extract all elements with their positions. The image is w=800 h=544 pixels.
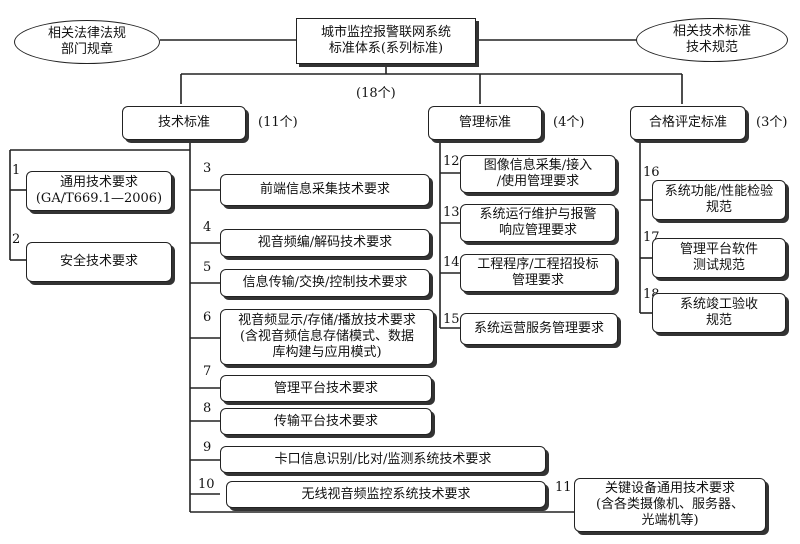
root-standard-system: 城市监控报警联网系统 标准体系(系列标准)	[296, 18, 476, 64]
tech-item-mgmt-platform: 管理平台技术要求	[220, 375, 432, 402]
conform-item-completion-acceptance: 系统竣工验收 规范	[652, 293, 786, 333]
item-number: 6	[203, 310, 212, 325]
tech-item-transmission-exchange: 信息传输/交换/控制技术要求	[220, 269, 430, 297]
conform-item-software-test: 管理平台软件 测试规范	[652, 238, 786, 278]
mgmt-item-operation-maintenance: 系统运行维护与报警 响应管理要求	[460, 204, 616, 242]
mgmt-item-operation-service: 系统运营服务管理要求	[460, 313, 618, 345]
tech-item-transmission-platform: 传输平台技术要求	[220, 408, 432, 435]
conform-item-function-performance: 系统功能/性能检验 规范	[652, 180, 786, 220]
tech-item-codec: 视音频编/解码技术要求	[220, 229, 430, 257]
category-conformity-standard: 合格评定标准	[630, 106, 746, 140]
category-conformity-count: (3个)	[756, 115, 788, 130]
item-number: 9	[203, 440, 212, 455]
item-number: 13	[443, 205, 460, 220]
item-number: 15	[443, 312, 460, 327]
category-mgmt-count: (4个)	[553, 115, 585, 130]
tech-item-wireless: 无线视音频监控系统技术要求	[226, 481, 546, 508]
item-number: 10	[198, 477, 215, 492]
category-mgmt-standard: 管理标准	[428, 106, 542, 140]
tech-item-frontend: 前端信息采集技术要求	[220, 174, 430, 206]
item-number: 1	[12, 163, 21, 178]
item-number: 12	[443, 154, 460, 169]
tech-item-display-storage: 视音频显示/存储/播放技术要求 (含视音频信息存储模式、数据 库构建与应用模式)	[220, 309, 434, 365]
tech-item-security: 安全技术要求	[26, 242, 172, 282]
item-number: 11	[555, 480, 572, 495]
mgmt-item-engineering-bidding: 工程程序/工程招投标 管理要求	[460, 254, 616, 292]
category-tech-standard: 技术标准	[122, 106, 246, 140]
item-number: 2	[12, 232, 21, 247]
related-tech-specs-ellipse: 相关技术标准 技术规范	[636, 18, 788, 62]
tech-item-key-equipment: 关键设备通用技术要求 (含各类摄像机、服务器、 光端机等)	[574, 478, 766, 532]
mgmt-item-image-collection: 图像信息采集/接入 /使用管理要求	[460, 155, 616, 193]
tech-item-general: 通用技术要求 (GA/T669.1—2006)	[26, 171, 172, 211]
category-tech-count: (11个)	[258, 115, 298, 130]
item-number: 16	[643, 165, 660, 180]
tech-item-checkpoint: 卡口信息识别/比对/监测系统技术要求	[220, 446, 546, 473]
total-count-label: (18个)	[356, 86, 396, 101]
item-number: 5	[203, 260, 212, 275]
item-number: 7	[203, 364, 212, 379]
item-number: 4	[203, 220, 212, 235]
related-laws-ellipse: 相关法律法规 部门规章	[14, 20, 160, 64]
item-number: 14	[443, 255, 460, 270]
item-number: 3	[203, 161, 212, 176]
item-number: 8	[203, 401, 212, 416]
